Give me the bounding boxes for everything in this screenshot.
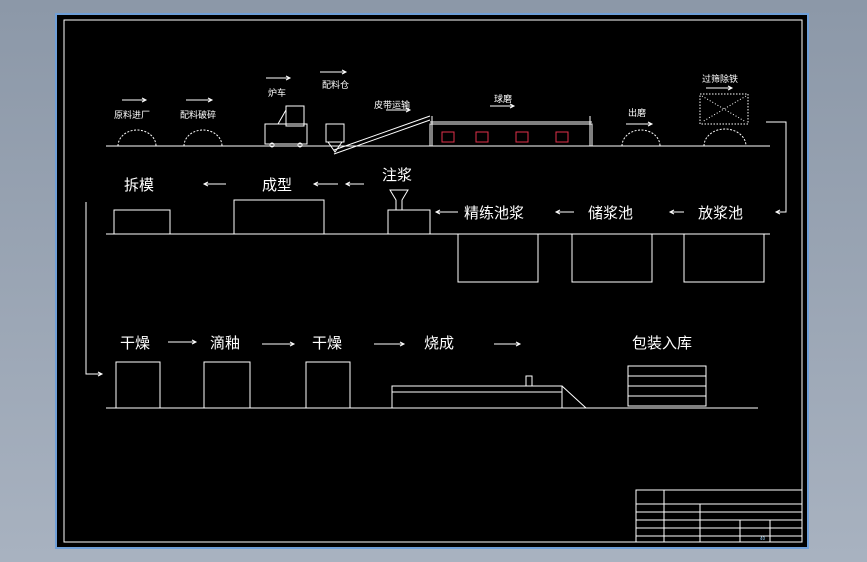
arrow-raw-material [122,97,148,103]
sieve-hatch [701,95,747,123]
ball-mill-drum-1 [441,131,455,143]
arrow-to-forming [312,181,338,187]
arrow-kiln-car [266,75,292,81]
arrow-sieve [706,85,734,91]
ball-mill-drum-3 [515,131,529,143]
demold-box [113,209,171,235]
arrow-to-refine [668,209,684,215]
storage-tank [571,233,653,283]
connector-row1-to-row2 [766,121,787,215]
label-crushing: 配料破碎 [180,109,216,121]
title-block-zoom-value: 40 [760,536,766,541]
label-forming: 成型 [262,176,292,194]
label-belt-conveyor: 皮带运输 [374,99,410,111]
label-kiln-car: 炉车 [268,87,286,99]
label-firing: 烧成 [424,334,454,352]
sieve-box [699,93,749,125]
arrow-ball-mill [490,103,516,109]
arrow-to-forming-top [344,181,364,187]
arrow-to-storage [554,209,574,215]
ball-mill-building [429,123,593,147]
title-block [635,489,803,543]
kiln-car-wheel [269,142,275,148]
batching-bin [325,123,345,143]
arrow-discharge [626,121,654,127]
label-demold: 拆模 [124,176,154,194]
connector-row2-to-row3 [85,202,104,377]
release-tank [683,233,765,283]
label-batching-bin: 配料仓 [322,79,349,91]
drawing-border [63,19,803,543]
label-storage-tank: 储浆池 [588,204,633,222]
label-sieve: 过筛除铁 [702,73,738,85]
label-raw-material: 原料进厂 [114,109,150,121]
casting-funnel [389,189,409,211]
arrow-belt-conveyor [386,107,412,113]
label-ball-mill: 球磨 [494,93,512,105]
arrow-firing-packing [494,341,522,347]
sieve-hatch-2 [701,95,747,123]
arrow-dry2-firing [374,341,406,347]
arrow-to-demold [202,181,226,187]
tunnel-kiln [391,385,563,409]
kiln-car-arm [277,109,287,125]
kiln-car-hopper [285,105,305,127]
kiln-car-wheel-2 [297,142,303,148]
belt-conveyor-lower [333,119,431,155]
label-release-tank: 放浆池 [698,204,743,222]
batching-bin-funnel [327,141,343,153]
arrow-to-casting [434,209,458,215]
label-discharge: 出磨 [628,107,646,119]
label-casting: 注浆 [382,166,412,184]
label-dry-1: 干燥 [120,334,150,352]
arrow-dry1-glaze [168,339,198,345]
label-dry-2: 干燥 [312,334,342,352]
kiln-chimney [525,375,533,387]
belt-conveyor [333,115,431,151]
dryer-2-box [305,361,351,409]
label-refine-tank: 精练池浆 [464,204,524,222]
ball-mill-drum-2 [475,131,489,143]
forming-box [233,199,325,235]
drawing-frame [55,13,809,549]
label-glaze: 滴釉 [210,334,240,352]
casting-box [387,209,431,235]
dryer-1-box [115,361,161,409]
arrow-batching-bin [320,69,348,75]
sieve-pile [703,128,747,147]
refine-tank [457,233,539,283]
label-packing: 包装入库 [632,334,692,352]
glaze-box [203,361,251,409]
ball-mill-drum-4 [555,131,569,143]
tunnel-kiln-ramp [561,385,587,409]
arrow-crushing [186,97,214,103]
arrow-glaze-dry2 [262,341,296,347]
